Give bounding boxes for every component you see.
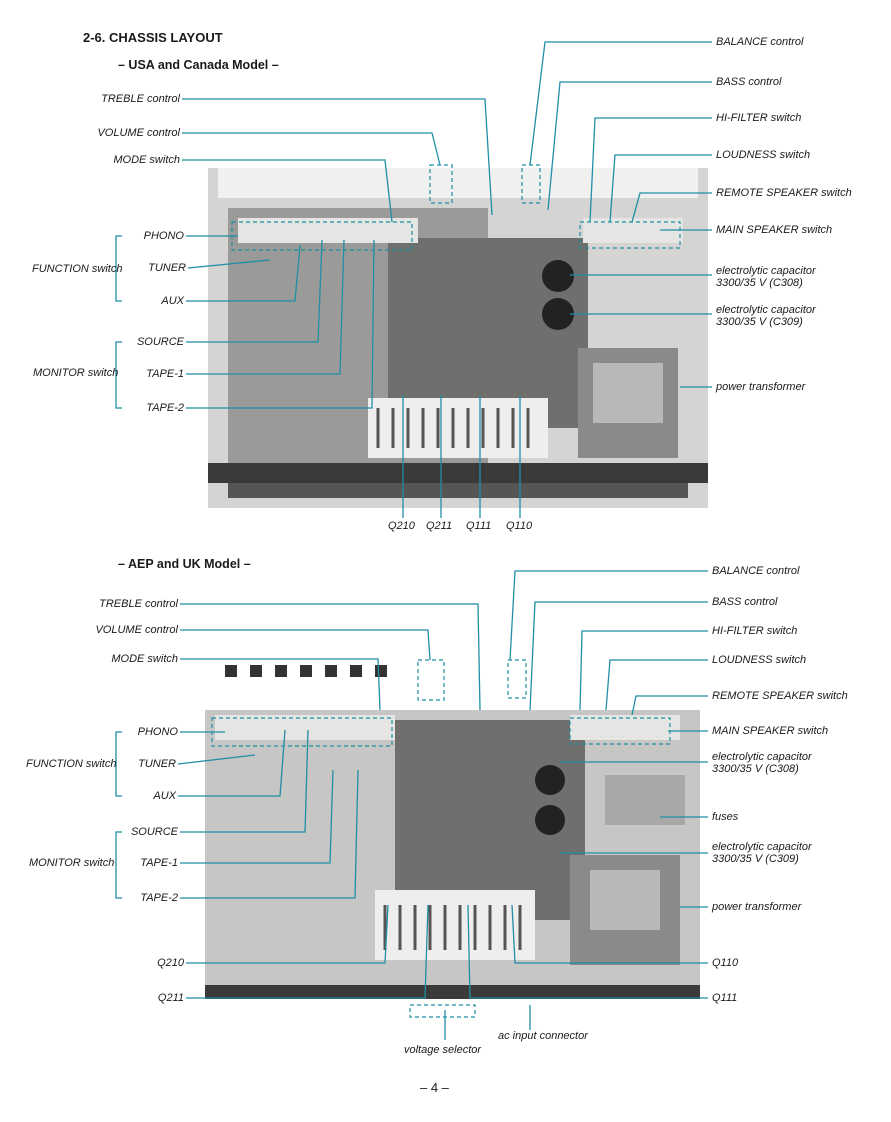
top-hifilter-label: HI-FILTER switch [716,112,802,124]
bottom-tape2-label: TAPE-2 [140,892,178,904]
bottom-main-label: MAIN SPEAKER switch [712,725,829,737]
bottom-model-title: – AEP and UK Model – [118,557,251,571]
bottom-q111-label: Q111 [712,992,738,1004]
top-treble-label: TREBLE control [101,93,180,105]
top-balance-label: BALANCE control [716,36,804,48]
top-tuner-label: TUNER [148,262,186,274]
bottom-q210-label: Q210 [157,957,184,969]
bottom-treble-label: TREBLE control [99,598,178,610]
bottom-cap1-label-b: 3300/35 V (C308) [712,763,799,775]
top-model-title: – USA and Canada Model – [118,58,279,72]
top-chassis-drawing [208,168,708,508]
bottom-function-switch-label: FUNCTION switch [26,758,117,770]
page-number: – 4 – [420,1080,449,1095]
top-cap2-label-a: electrolytic capacitor [716,304,816,316]
bottom-volume-label: VOLUME control [95,624,178,636]
bottom-monitor-switch-label: MONITOR switch [29,857,115,869]
bottom-hifilter-label: HI-FILTER switch [712,625,798,637]
bottom-cap2-label-a: electrolytic capacitor [712,841,812,853]
top-q210-label: Q210 [388,520,415,532]
bottom-q211-label: Q211 [157,992,184,1004]
top-source-label: SOURCE [136,336,184,348]
top-q110-label: Q110 [506,520,533,532]
top-cap1-label-b: 3300/35 V (C308) [716,277,803,289]
bottom-cap1-label-a: electrolytic capacitor [712,751,812,763]
bottom-transformer-label: power transformer [712,901,802,913]
section-title: 2-6. CHASSIS LAYOUT [83,30,223,45]
bottom-voltage-selector-label: voltage selector [404,1044,482,1056]
bottom-source-label: SOURCE [130,826,178,838]
top-transformer-label: power transformer [716,381,806,393]
top-loudness-label: LOUDNESS switch [716,149,811,161]
top-aux-label: AUX [161,295,184,307]
bottom-tape1-label: TAPE-1 [140,857,178,869]
top-cap1-label-a: electrolytic capacitor [716,265,816,277]
top-phono-label: PHONO [143,230,184,242]
top-tape1-label: TAPE-1 [146,368,184,380]
bottom-remote-label: REMOTE SPEAKER switch [712,690,848,702]
bottom-balance-label: BALANCE control [712,565,800,577]
top-main-label: MAIN SPEAKER switch [716,224,833,236]
top-monitor-switch-label: MONITOR switch [33,367,119,379]
bottom-fuses-label: fuses [712,811,739,823]
top-chassis-photo [208,168,708,508]
bottom-q110-label: Q110 [712,957,739,969]
bottom-phono-label: PHONO [137,726,178,738]
bottom-loudness-label: LOUDNESS switch [712,654,807,666]
bottom-bass-label: BASS control [712,596,778,608]
top-bass-label: BASS control [716,76,782,88]
top-volume-label: VOLUME control [97,127,180,139]
top-cap2-label-b: 3300/35 V (C309) [716,316,803,328]
top-q111-label: Q111 [466,520,492,532]
bottom-aux-label: AUX [153,790,176,802]
top-mode-label: MODE switch [113,154,180,166]
top-q211-label: Q211 [426,520,453,532]
top-function-switch-label: FUNCTION switch [32,263,123,275]
bottom-cap2-label-b: 3300/35 V (C309) [712,853,799,865]
bottom-mode-label: MODE switch [111,653,178,665]
bottom-tuner-label: TUNER [138,758,176,770]
top-remote-label: REMOTE SPEAKER switch [716,187,852,199]
top-tape2-label: TAPE-2 [146,402,184,414]
bottom-ac-input-label: ac input connector [498,1030,588,1042]
